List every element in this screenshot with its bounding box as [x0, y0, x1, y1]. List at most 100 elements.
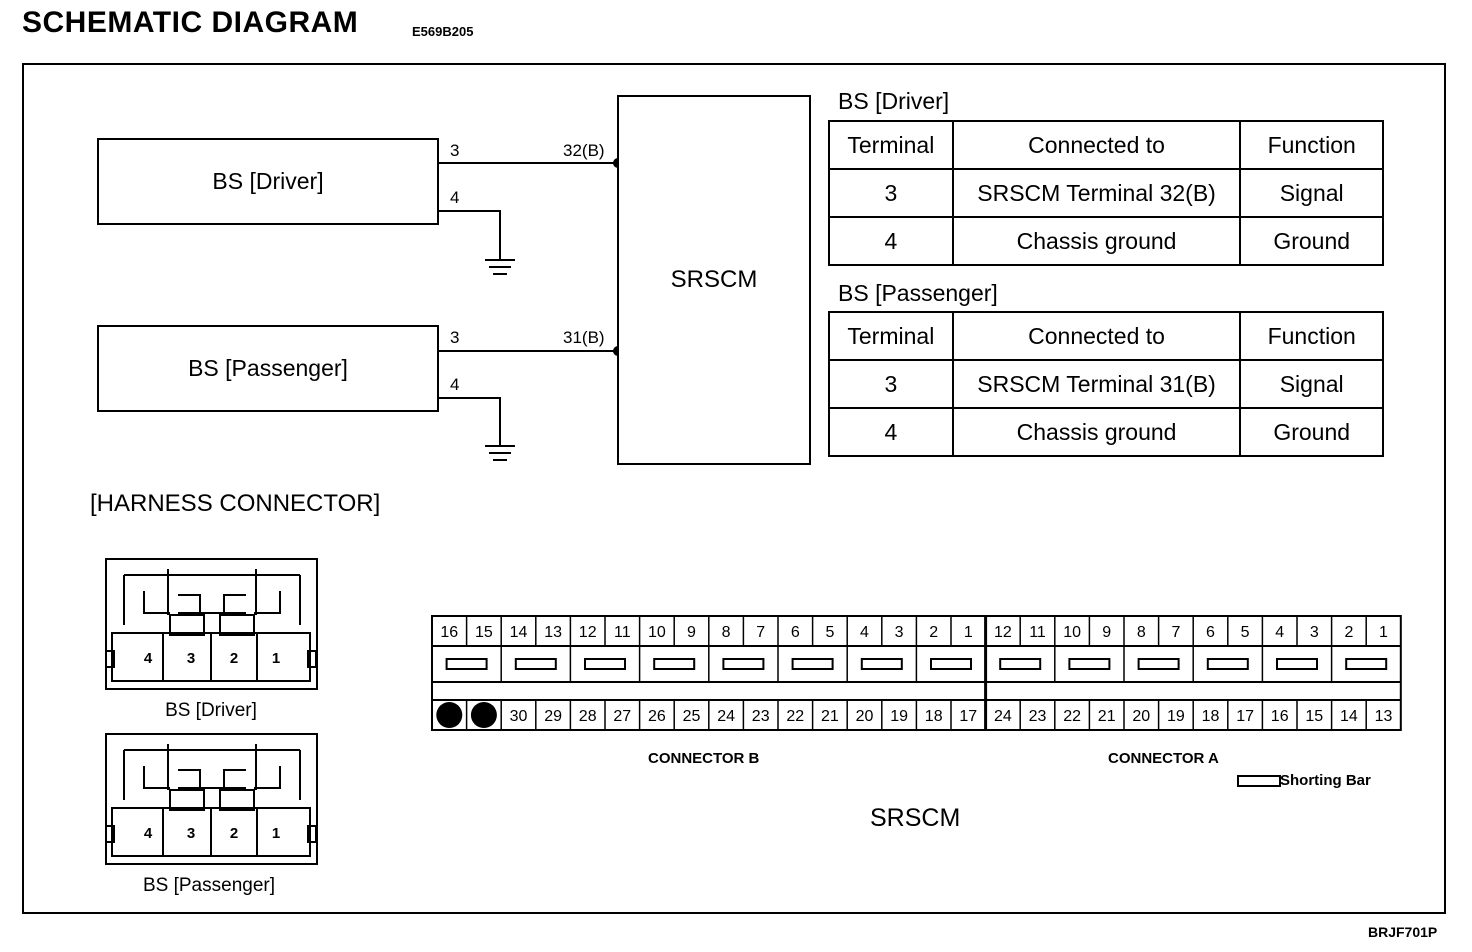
passenger-ground-wire: [438, 397, 501, 446]
connector-a-shorting-bar: [1137, 658, 1180, 670]
connector-a-top-pin-9: 9: [1102, 624, 1111, 641]
driver-harness-pin-1: 1: [272, 650, 280, 667]
connector-b-bottom-pin-27: 27: [613, 708, 631, 725]
connector-b-top-pin-14: 14: [510, 624, 528, 641]
connector-a-bottom-pin-18: 18: [1202, 708, 1220, 725]
connector-b-top-pin-6: 6: [791, 624, 800, 641]
connector-a-top-pin-10: 10: [1063, 624, 1081, 641]
connector-b-shorting-bar: [930, 658, 972, 670]
driver-harness-connector: 4 3 2 1: [105, 558, 318, 690]
connector-b-top-pin-7: 7: [756, 624, 765, 641]
connector-b-top-pin-12: 12: [579, 624, 597, 641]
connector-b-top-pin-5: 5: [825, 624, 834, 641]
connector-a-bottom-pin-13: 13: [1375, 708, 1393, 725]
table-cell: SRSCM Terminal 32(B): [951, 168, 1242, 218]
connector-b-bottom-pin-23: 23: [752, 708, 770, 725]
connector-a-shorting-bar: [1276, 658, 1318, 670]
shorting-bar-legend-icon: [1237, 775, 1281, 787]
connector-a-bottom-pin-17: 17: [1236, 708, 1254, 725]
driver-harness-pin-3: 3: [187, 650, 195, 667]
table-cell: Ground: [1239, 407, 1384, 457]
header-cell: Function: [1239, 311, 1384, 361]
passenger-harness-pin-2: 2: [230, 825, 238, 842]
table-cell: SRSCM Terminal 31(B): [951, 359, 1242, 409]
connector-a-bottom-pin-22: 22: [1063, 708, 1081, 725]
table-row: 4 Chassis ground Ground: [828, 216, 1384, 266]
figure-code: BRJF701P: [1368, 924, 1438, 940]
table-header-row: Terminal Connected to Function: [828, 120, 1384, 170]
connector-b-top-pin-3: 3: [895, 624, 904, 641]
connector-b-top-pin-11: 11: [614, 624, 631, 641]
table-row: 3 SRSCM Terminal 32(B) Signal: [828, 168, 1384, 218]
connector-b-top-pin-1: 1: [964, 624, 973, 641]
srscm-connector-label: SRSCM: [870, 804, 961, 832]
connector-a-top-pin-11: 11: [1029, 624, 1046, 641]
connector-b-bottom-pin-29: 29: [544, 708, 562, 725]
connector-b-shorting-bar: [514, 658, 557, 670]
srscm-module-box: SRSCM: [617, 95, 811, 465]
connector-b-bottom-pin-30: 30: [510, 708, 528, 725]
connector-b-top-pin-4: 4: [860, 624, 869, 641]
table-cell: Chassis ground: [951, 407, 1242, 457]
table-cell: 4: [828, 407, 954, 457]
connector-a-bottom-pin-15: 15: [1305, 708, 1323, 725]
connector-a-top-pin-6: 6: [1206, 624, 1215, 641]
connector-a-bottom-pin-16: 16: [1271, 708, 1289, 725]
connector-b-shorting-bar: [860, 658, 903, 670]
connector-a-top-pin-8: 8: [1137, 624, 1146, 641]
driver-pin-ground: 4: [450, 188, 460, 207]
page-title: SCHEMATIC DIAGRAM: [22, 6, 359, 39]
driver-module-terminal: 32(B): [563, 141, 605, 160]
passenger-sensor-box: BS [Passenger]: [97, 325, 439, 412]
passenger-harness-connector: 4 3 2 1: [105, 733, 318, 865]
connector-b-shorting-bar: [445, 658, 488, 670]
passenger-pin-ground: 4: [450, 375, 460, 394]
connector-a-label: CONNECTOR A: [1108, 750, 1219, 767]
connector-a-bottom-pin-20: 20: [1132, 708, 1150, 725]
passenger-harness-caption: BS [Passenger]: [142, 875, 276, 896]
connector-a-shorting-bar: [1206, 658, 1249, 670]
connector-b-blank-cavity: [470, 702, 497, 728]
passenger-harness-pin-3: 3: [187, 825, 195, 842]
connector-a-shorting-bar: [999, 658, 1042, 670]
connector-a-bottom-pin-23: 23: [1029, 708, 1047, 725]
connector-b-shorting-bar: [722, 658, 765, 670]
connector-a-bottom-pin-21: 21: [1098, 708, 1116, 725]
connector-b-top-pin-15: 15: [475, 624, 493, 641]
connector-a-shorting-bar: [1345, 658, 1388, 670]
header-cell: Connected to: [951, 311, 1242, 361]
table-cell: Signal: [1239, 359, 1384, 409]
passenger-harness-pin-1: 1: [272, 825, 280, 842]
header-cell: Terminal: [828, 311, 954, 361]
connector-a-shorting-bar: [1068, 658, 1111, 670]
driver-terminal-table: Terminal Connected to Function 3 SRSCM T…: [828, 120, 1384, 266]
connector-b-bottom-pin-21: 21: [821, 708, 839, 725]
connector-b-bottom-pin-20: 20: [856, 708, 874, 725]
connector-b-shorting-bar: [584, 658, 626, 670]
connector-b-top-pin-9: 9: [687, 624, 696, 641]
table-row: 4 Chassis ground Ground: [828, 407, 1384, 457]
connector-b-bottom-pin-26: 26: [648, 708, 666, 725]
passenger-harness-pin-4: 4: [144, 825, 153, 842]
connector-b-top-pin-10: 10: [648, 624, 666, 641]
connector-b-bottom-pin-22: 22: [786, 708, 804, 725]
connector-a-top-pin-5: 5: [1241, 624, 1250, 641]
connector-a-top-pin-3: 3: [1310, 624, 1319, 641]
connector-b-bottom-pin-28: 28: [579, 708, 597, 725]
table-cell: 4: [828, 216, 954, 266]
driver-harness-pin-4: 4: [144, 650, 153, 667]
connector-b-blank-cavity: [436, 702, 463, 728]
connector-a-top-pin-2: 2: [1344, 624, 1353, 641]
header-cell: Connected to: [951, 120, 1242, 170]
driver-table-title: BS [Driver]: [838, 88, 950, 114]
connector-a-bottom-pin-14: 14: [1340, 708, 1358, 725]
connector-b-bottom-pin-25: 25: [683, 708, 701, 725]
connector-a-bottom-pin-19: 19: [1167, 708, 1185, 725]
connector-a-top-pin-1: 1: [1379, 624, 1388, 641]
passenger-module-terminal: 31(B): [563, 328, 605, 347]
connector-a-top-pin-12: 12: [994, 624, 1012, 641]
connector-b-bottom-pin-19: 19: [890, 708, 908, 725]
table-row: 3 SRSCM Terminal 31(B) Signal: [828, 359, 1384, 409]
connector-b-bottom-pin-17: 17: [959, 708, 977, 725]
